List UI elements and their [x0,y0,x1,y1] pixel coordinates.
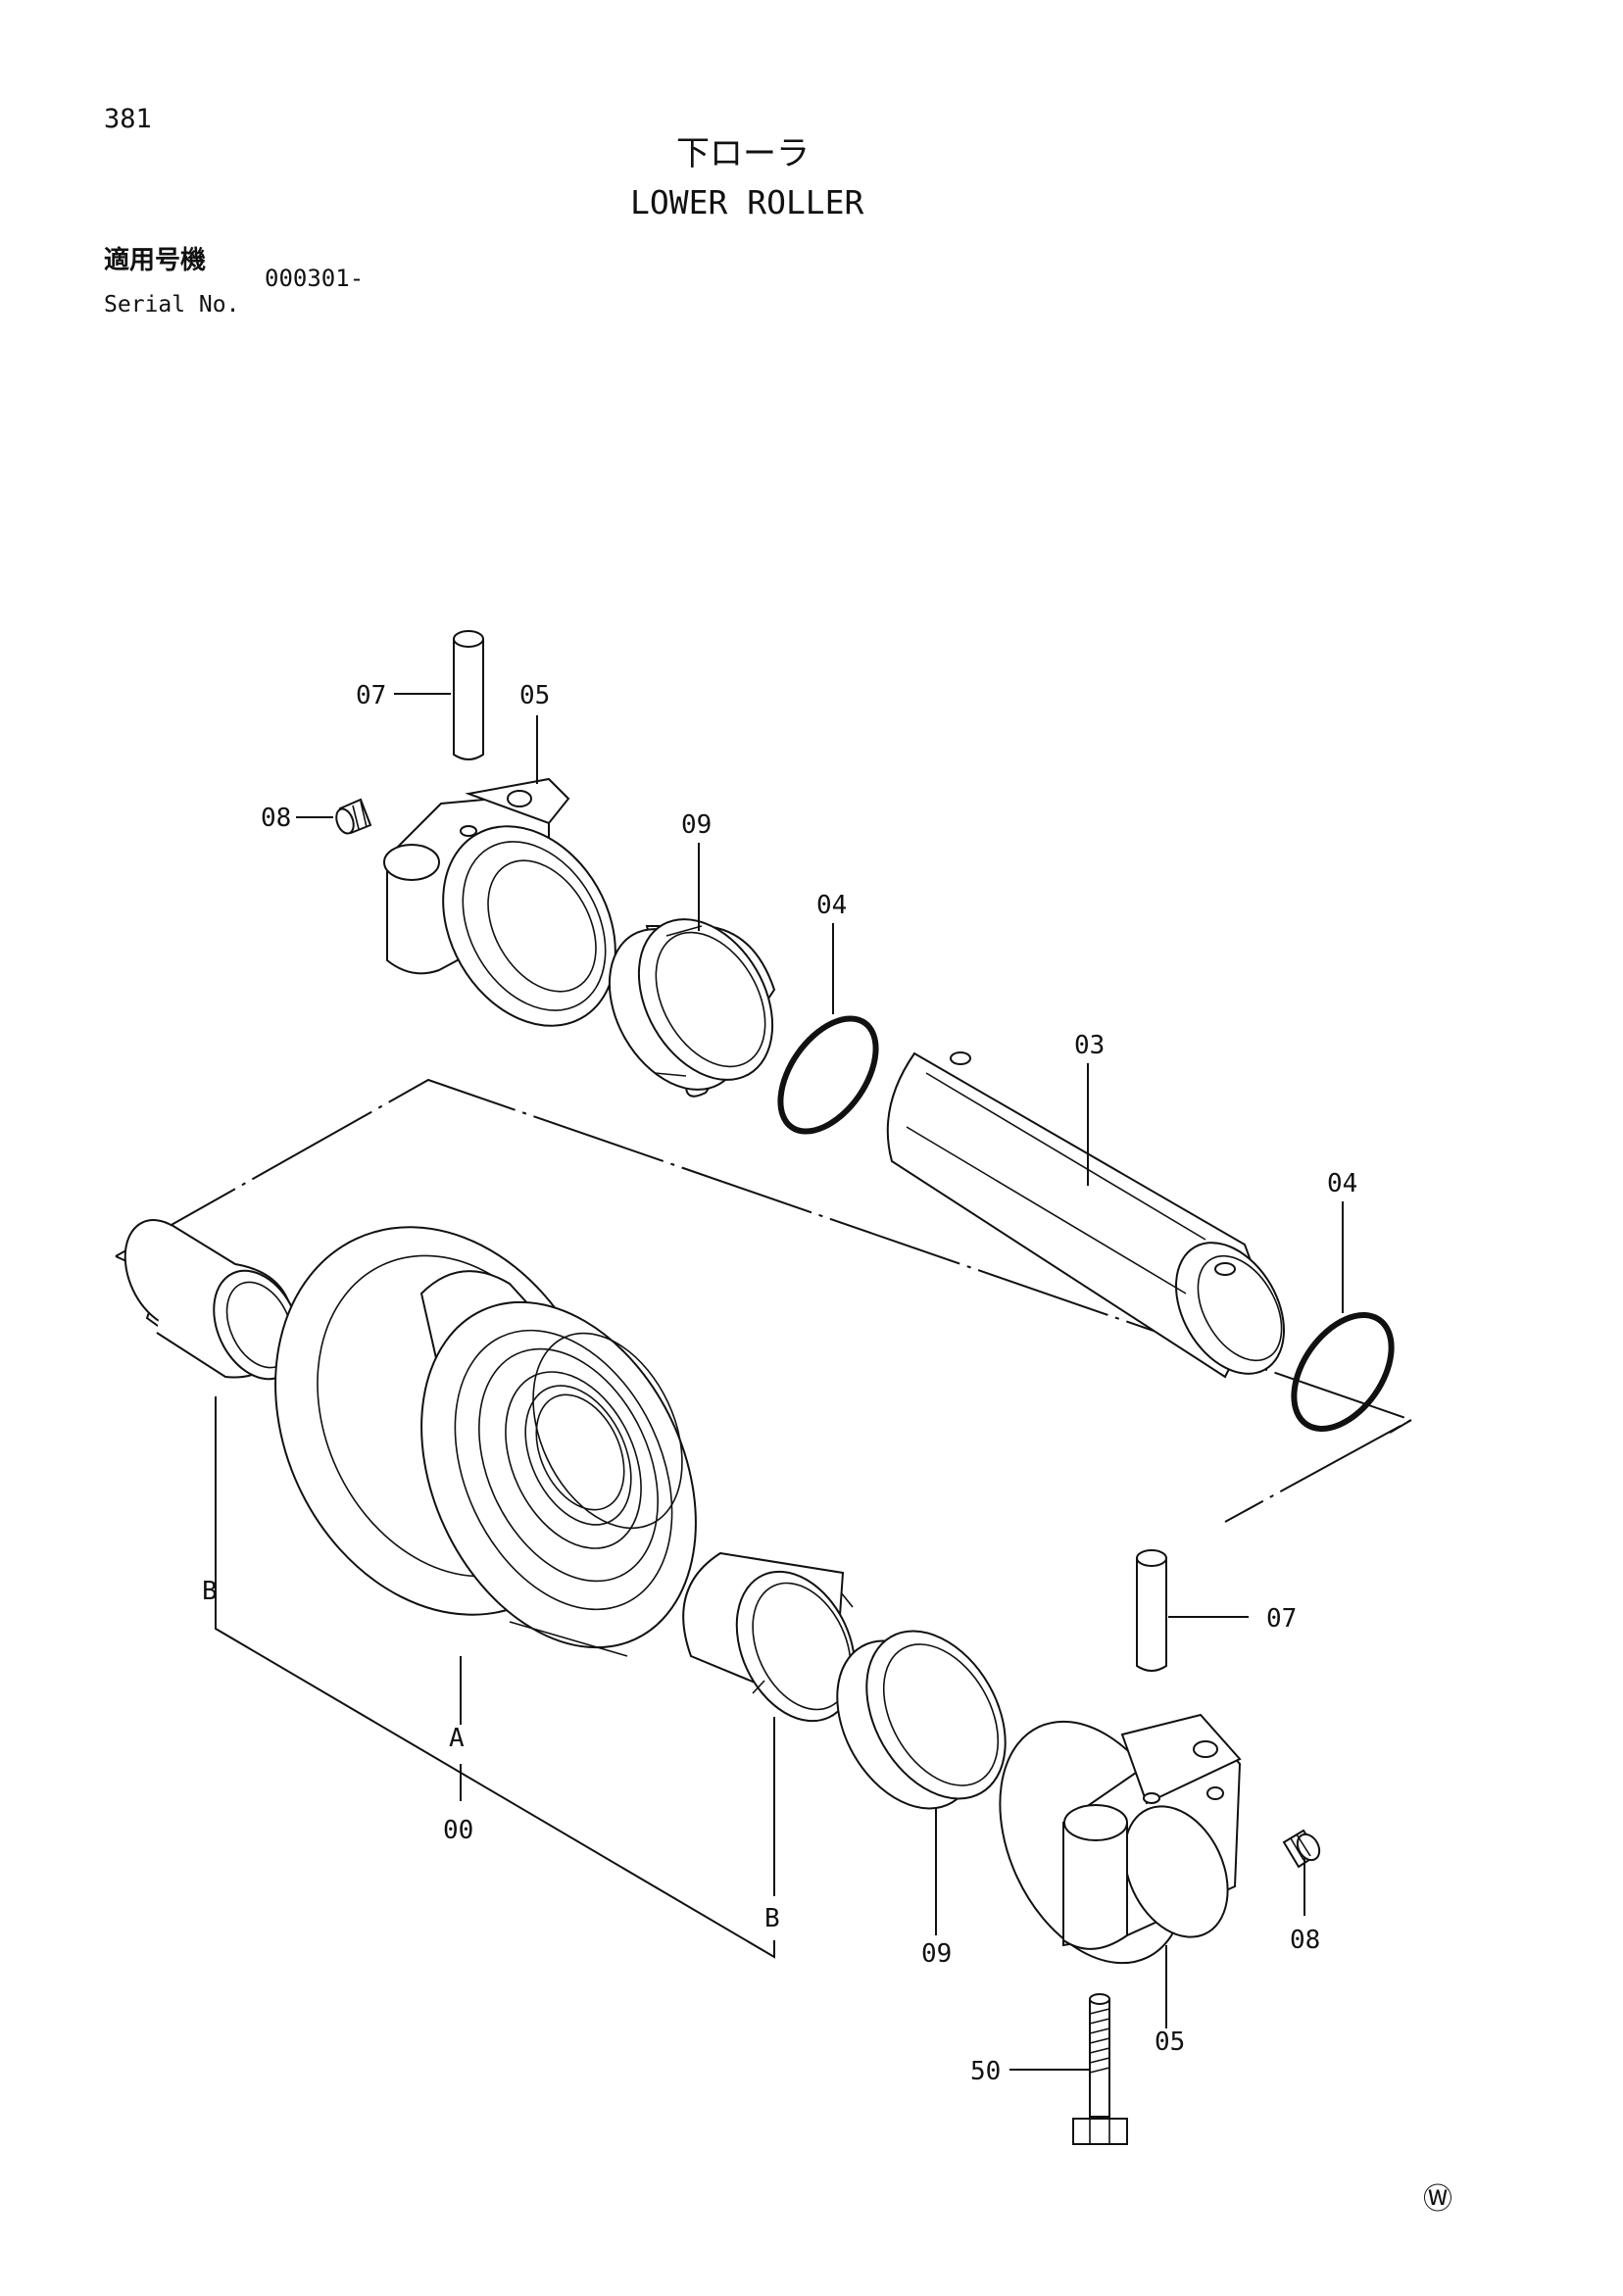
callout-09-bottom: 09 [921,1939,952,1969]
leader-lines [215,693,1344,2071]
callout-50: 50 [970,2057,1001,2086]
callout-b-left: B [202,1577,218,1606]
pin-07-top [453,630,484,760]
o-ring-04-top [777,1015,879,1135]
shaft-03 [886,1051,1285,1379]
collar-05-top [383,777,616,1027]
title-japanese: 下ローラ [676,134,810,173]
callout-07-top: 07 [356,681,386,710]
serial-number-value: 000301- [265,265,365,292]
collar-05-bottom [999,1713,1242,1965]
callout-03: 03 [1074,1031,1105,1060]
callout-08-bottom: 08 [1290,1926,1320,1955]
reference-line-b [215,1607,775,1959]
roller-00-main [274,1226,697,1657]
callout-04-right: 04 [1327,1169,1357,1198]
callout-07-bottom: 07 [1266,1604,1297,1634]
seal-09-top [608,918,776,1098]
bolt-50 [1072,1993,1128,2145]
callout-b-right: B [764,1904,780,1933]
callout-09-top: 09 [681,810,712,840]
callout-04-top: 04 [816,891,847,920]
bushing-right [682,1551,857,1723]
serial-label-english: Serial No. [104,292,240,318]
assembly-boundary [115,1078,1414,1523]
callout-08-top: 08 [261,804,291,833]
pin-07-bottom [1136,1549,1167,1672]
callout-05-bottom: 05 [1155,2027,1185,2057]
plug-08-bottom [1282,1829,1321,1869]
bushing-left [123,1219,301,1381]
callout-a: A [449,1724,465,1753]
title-english: LOWER ROLLER [630,183,864,221]
watermark-logo: Ⓦ [1423,2182,1452,2217]
page-number: 381 [104,104,152,134]
seal-09-bottom [836,1630,1007,1810]
serial-label-japanese: 適用号機 [104,246,207,275]
callout-00: 00 [443,1816,473,1845]
plug-08-top [335,798,372,835]
o-ring-04-right [1291,1312,1395,1432]
callout-05-top: 05 [519,681,550,710]
